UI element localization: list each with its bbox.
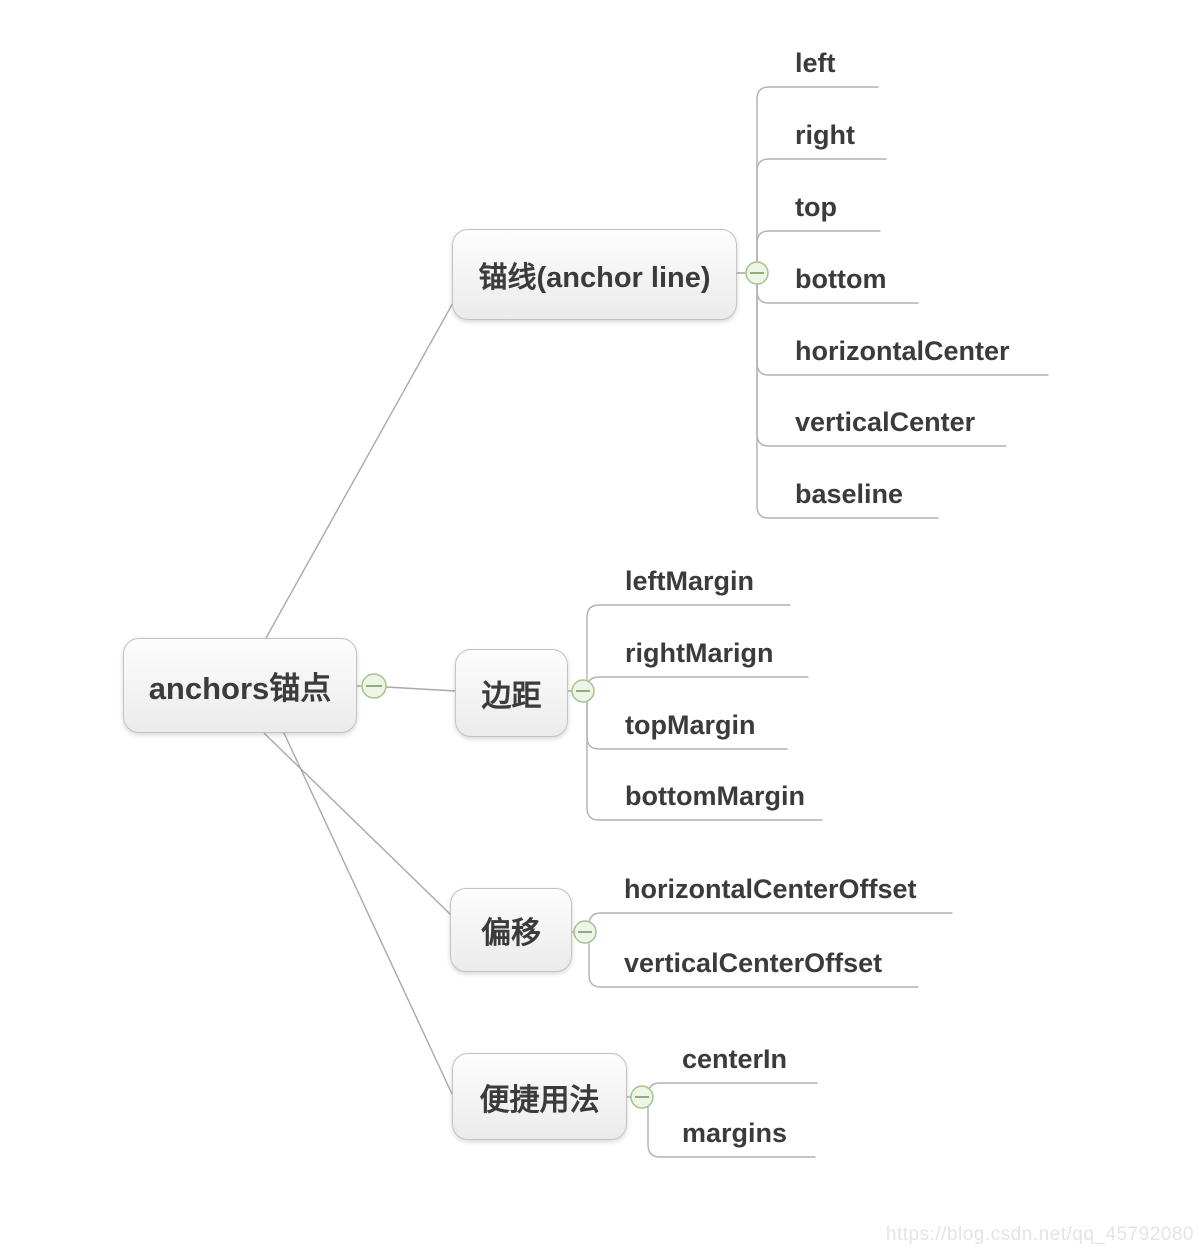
root-connector-margin bbox=[385, 686, 457, 692]
leaf-topic-leftMargin[interactable]: leftMargin bbox=[625, 566, 755, 596]
leaf-connector-anchor-line-0 bbox=[756, 86, 879, 274]
leaf-topic-bottom[interactable]: bottom bbox=[795, 264, 887, 294]
leaf-connector-convenience-0 bbox=[647, 1082, 818, 1098]
root-connector-convenience bbox=[283, 732, 453, 1095]
leaf-topic-baseline[interactable]: baseline bbox=[795, 479, 904, 509]
leaf-topic-topMargin[interactable]: topMargin bbox=[625, 710, 756, 740]
leaf-connector-margin-1 bbox=[586, 676, 809, 692]
leaf-topic-horizontalCenter[interactable]: horizontalCenter bbox=[795, 336, 1010, 366]
topic-node-anchor-line[interactable]: 锚线(anchor line) bbox=[452, 229, 737, 320]
watermark: https://blog.csdn.net/qq_45792080 bbox=[885, 1224, 1194, 1245]
leaf-connector-margin-0 bbox=[586, 604, 791, 692]
leaf-topic-top[interactable]: top bbox=[795, 192, 837, 222]
collapse-button-root[interactable] bbox=[361, 673, 387, 699]
collapse-button-offset[interactable] bbox=[573, 920, 597, 944]
leaf-topic-centerIn[interactable]: centerIn bbox=[682, 1044, 788, 1074]
topic-node-margin[interactable]: 边距 bbox=[455, 649, 568, 737]
leaf-connector-anchor-line-2 bbox=[756, 230, 881, 274]
topic-node-root[interactable]: anchors锚点 bbox=[123, 638, 357, 733]
collapse-button-convenience[interactable] bbox=[630, 1085, 654, 1109]
leaf-topic-right[interactable]: right bbox=[795, 120, 855, 150]
topic-node-convenience[interactable]: 便捷用法 bbox=[452, 1053, 627, 1140]
leaf-topic-bottomMargin[interactable]: bottomMargin bbox=[625, 781, 805, 811]
leaf-topic-verticalCenterOffset[interactable]: verticalCenterOffset bbox=[624, 948, 883, 978]
leaf-connector-offset-1 bbox=[588, 931, 919, 988]
collapse-button-anchor-line[interactable] bbox=[745, 261, 769, 285]
leaf-topic-margins[interactable]: margins bbox=[682, 1118, 788, 1148]
collapse-button-margin[interactable] bbox=[571, 679, 595, 703]
leaf-connector-anchor-line-6 bbox=[756, 272, 939, 519]
leaf-topic-left[interactable]: left bbox=[795, 48, 836, 78]
root-connector-anchor-line bbox=[265, 300, 455, 639]
leaf-connector-offset-0 bbox=[588, 912, 953, 933]
leaf-connector-convenience-1 bbox=[647, 1096, 816, 1158]
leaf-topic-verticalCenter[interactable]: verticalCenter bbox=[795, 407, 976, 437]
leaf-topic-rightMarign[interactable]: rightMarign bbox=[625, 638, 774, 668]
leaf-connector-margin-3 bbox=[586, 690, 823, 821]
root-connector-offset bbox=[263, 732, 452, 916]
leaf-topic-horizontalCenterOffset[interactable]: horizontalCenterOffset bbox=[624, 874, 917, 904]
leaf-connector-anchor-line-1 bbox=[756, 158, 887, 274]
topic-node-offset[interactable]: 偏移 bbox=[450, 888, 572, 972]
